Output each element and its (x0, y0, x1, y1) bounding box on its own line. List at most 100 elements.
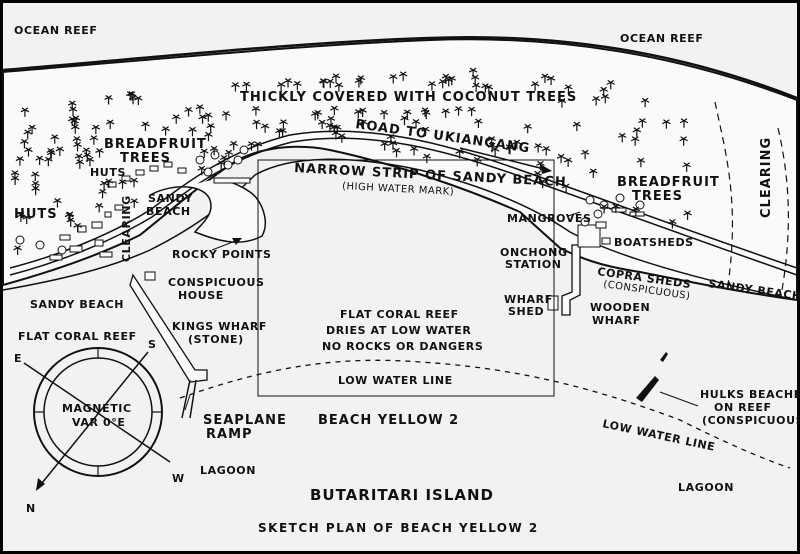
compass-rose (23, 347, 171, 491)
palm-tree-icon (331, 73, 341, 83)
onchong-label-1: ONCHONG (500, 246, 568, 259)
palm-tree-icon (611, 203, 621, 214)
palm-tree-icon (668, 219, 677, 229)
compass-magnetic-label: MAGNETIC (62, 402, 132, 415)
palm-tree-icon (563, 157, 573, 167)
huts-small-label: HUTS (90, 166, 126, 179)
palm-tree-icon (171, 114, 181, 124)
palm-tree-icon (380, 141, 389, 151)
palm-tree-icon (99, 180, 109, 191)
palm-tree-icon (55, 146, 65, 156)
palm-tree-icon (310, 111, 320, 121)
palm-tree-icon (68, 106, 78, 117)
palm-tree-icon (198, 114, 207, 124)
palm-tree-icon (128, 94, 138, 105)
palm-tree-icon (50, 134, 60, 144)
palm-tree-icon (444, 77, 453, 87)
palm-tree-icon (325, 78, 335, 89)
palm-tree-icon (94, 202, 104, 213)
compass-e-label: E (14, 352, 22, 365)
palm-tree-icon (354, 109, 363, 119)
seaplane-ramp-label-1: SEAPLANE (203, 413, 287, 428)
road-arrow-head (540, 164, 552, 174)
breadfruit-right-label-1: BREADFRUIT (617, 175, 720, 190)
palm-tree-icon (556, 153, 566, 164)
palm-tree-icon (83, 152, 92, 162)
breadfruit-tree-clumps (15, 145, 645, 255)
low-water-line (179, 359, 791, 469)
palm-tree-icon (471, 82, 481, 93)
lagoon-left-label: LAGOON (200, 464, 256, 477)
palm-tree-icon (206, 123, 215, 133)
palm-tree-icon (441, 108, 450, 118)
palm-tree-icon (606, 79, 616, 90)
palm-tree-icon (467, 106, 476, 117)
breadfruit-left-label-2: TREES (120, 151, 171, 166)
sandy-beach-inlet-label-2: BEACH (146, 205, 191, 218)
flat-coral-center-label-1: FLAT CORAL REEF (340, 308, 459, 321)
flat-coral-left-label: FLAT CORAL REEF (18, 330, 137, 343)
palm-tree-icon (67, 100, 77, 111)
low-water-center-label: LOW WATER LINE (338, 374, 453, 387)
palm-tree-icon (557, 98, 567, 108)
palm-tree-icon (470, 74, 480, 85)
palm-tree-icon (104, 94, 113, 105)
palm-tree-icon (591, 96, 601, 106)
wharf-shed-label-2: SHED (508, 305, 544, 318)
palm-tree-icon (638, 118, 647, 128)
palm-tree-icon (392, 147, 401, 158)
palm-tree-icon (572, 121, 582, 132)
rocky-points-arrow (211, 239, 239, 251)
palm-tree-icon (512, 139, 522, 149)
palm-tree-icon (64, 212, 74, 222)
palm-tree-icon (16, 212, 26, 222)
compass-east-west-axis (23, 362, 171, 463)
palm-tree-icon (421, 109, 431, 120)
seaplane-ramp (181, 379, 197, 419)
flat-coral-center-label-2: DRIES AT LOW WATER (326, 324, 471, 337)
palm-tree-icon (640, 97, 650, 108)
hulks-leader (659, 391, 699, 407)
palm-tree-icon (679, 136, 688, 146)
palm-tree-icon (252, 119, 261, 130)
palm-tree-icon (358, 107, 367, 118)
hulk-2 (660, 352, 668, 362)
palm-tree-icon (388, 140, 398, 150)
palm-tree-icon (326, 115, 336, 126)
palm-tree-icon (474, 118, 483, 129)
palm-tree-icon (636, 157, 646, 168)
palm-tree-icon (599, 203, 609, 214)
palm-tree-icon (546, 75, 556, 86)
palm-tree-icon (46, 147, 55, 158)
compass-north-arrow-icon (36, 478, 45, 491)
palm-tree-icon (333, 124, 342, 135)
palm-tree-icon (209, 145, 219, 156)
palm-tree-icon (588, 168, 598, 178)
palm-tree-icon (253, 141, 263, 151)
palm-tree-icon (617, 132, 627, 143)
palm-tree-icon (533, 170, 542, 181)
palm-tree-icon (216, 160, 226, 170)
palm-tree-icon (10, 175, 20, 186)
palm-tree-icon (27, 124, 37, 135)
palm-tree-icon (293, 80, 302, 91)
palm-tree-icon (130, 198, 139, 208)
mangroves-leader (567, 211, 581, 217)
palm-tree-icon (455, 148, 464, 159)
palm-tree-icon (23, 129, 32, 139)
wooden-wharf (561, 244, 581, 316)
sandy-beach-inlet (149, 177, 266, 243)
wharf-shed (547, 295, 559, 311)
palm-tree-icon (403, 109, 412, 119)
boatsheds-label: BOATSHEDS (614, 236, 694, 249)
conspicuous-house-label-1: CONSPICUOUS (168, 276, 265, 289)
sandy-beach-inlet-label-1: SANDY (148, 192, 193, 205)
palm-tree-icon (337, 133, 347, 143)
map-subtitle: SKETCH PLAN OF BEACH YELLOW 2 (258, 521, 539, 535)
map-title: BUTARITARI ISLAND (310, 486, 494, 504)
palm-tree-icon (325, 122, 335, 133)
palm-tree-icon (468, 67, 478, 78)
compass-n-label: N (26, 502, 36, 515)
palm-tree-icon (276, 81, 286, 92)
palm-tree-icon (72, 136, 82, 146)
